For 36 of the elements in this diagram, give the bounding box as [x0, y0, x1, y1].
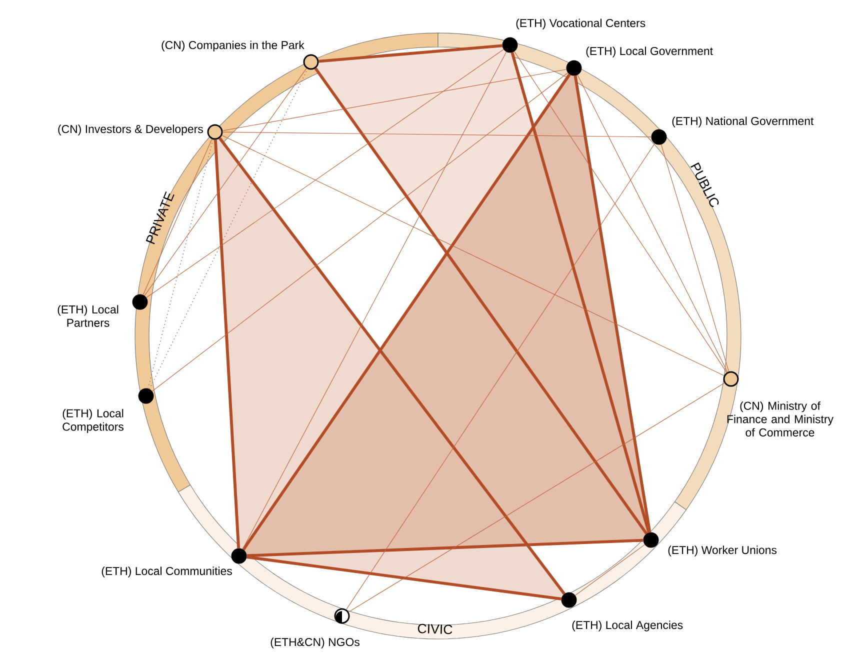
connector-line: [348, 382, 725, 612]
stakeholder-label: (ETH) National Government: [672, 116, 814, 128]
connector-line: [222, 132, 652, 138]
connector-line: [152, 72, 568, 392]
connector-line: [148, 139, 214, 389]
connector-line: [574, 544, 646, 596]
connector-line: [577, 74, 728, 372]
stakeholder-label: (ETH) Worker Unions: [668, 546, 777, 556]
connector-line: [510, 52, 650, 533]
connector-line: [222, 69, 567, 131]
stakeholder-label: (ETH) Vocational Centers: [516, 18, 646, 30]
connector-line: [346, 143, 656, 610]
connector-line: [318, 44, 502, 63]
connector-line: [574, 75, 652, 533]
connector-line: [242, 74, 571, 550]
stakeholder-label: (ETH) Local Government: [586, 46, 713, 58]
connector-line: [146, 49, 504, 298]
stakeholder-label: (CN) Investors & Developers: [58, 124, 203, 136]
stakeholder-label: (ETH) Local Communities: [102, 566, 232, 578]
connector-line: [214, 140, 240, 548]
connector-line: [222, 135, 724, 376]
connector-line: [242, 52, 507, 550]
stakeholder-label: (CN) Companies in the Park: [162, 40, 304, 52]
stakeholder-label: (ETH&CN) NGOs: [270, 638, 360, 648]
connector-line: [144, 68, 307, 296]
connector-line: [660, 144, 730, 372]
connector-line: [246, 556, 562, 600]
connector-line: [149, 68, 308, 390]
connector-line: [142, 138, 212, 296]
stakeholder-label: (ETH) Local Partners: [58, 305, 118, 327]
stakeholder-label: (ETH) Local Agencies: [572, 620, 683, 632]
stakeholder-label: (CN) Ministry of Finance and Ministry of Commerce: [727, 401, 834, 437]
stakeholder-label: (ETH) Local Competitors: [62, 409, 124, 433]
connector-line: [246, 538, 644, 558]
sector-label: CIVIC: [418, 624, 452, 634]
connector-line: [514, 51, 728, 373]
